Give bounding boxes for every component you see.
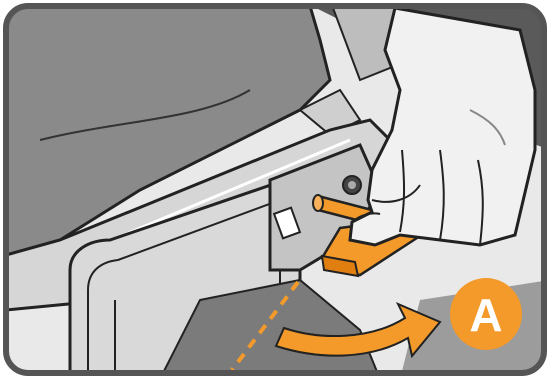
step-badge-icon: A: [450, 278, 522, 350]
bolt-center: [348, 181, 356, 189]
step-badge-label: A: [469, 289, 502, 341]
